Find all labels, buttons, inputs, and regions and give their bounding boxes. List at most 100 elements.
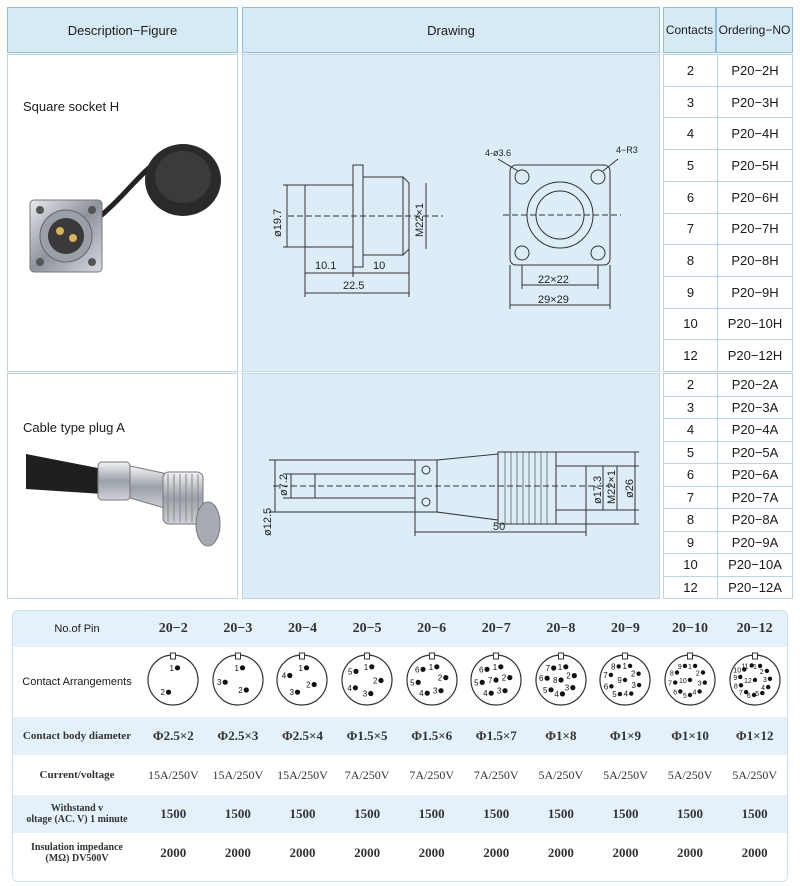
contact-pin-label: 2 — [502, 673, 507, 682]
contacts-value: 7 — [664, 213, 718, 245]
ordering-number: P20−10A — [728, 557, 782, 573]
contact-pin-label: 6 — [673, 689, 677, 696]
contacts-value: 10 — [664, 554, 718, 576]
pin-count: 20−8 — [546, 621, 576, 636]
dim-hole: 4-ø3.6 — [485, 148, 511, 158]
header-drawing-text: Drawing — [427, 22, 475, 38]
contact-pin — [764, 668, 769, 673]
contacts-value: 9 — [664, 531, 718, 553]
withstand-value: 1500 — [547, 806, 574, 821]
ordering-number: P20−7A — [731, 489, 779, 505]
socket-key — [622, 652, 629, 659]
contact-pin — [702, 679, 708, 685]
insulation-value: 2000 — [160, 845, 187, 860]
withstand-value: 1500 — [612, 806, 639, 821]
dim-m22-plug: M22×1 — [606, 470, 618, 504]
contact-pin — [558, 676, 564, 683]
contact-pin-label: 1 — [299, 663, 304, 672]
ordering-number: P20−4A — [731, 422, 779, 438]
contact-pin — [479, 679, 486, 685]
dim-10: 10 — [373, 260, 385, 272]
contact-pin-label: 7 — [546, 664, 551, 673]
socket-key — [170, 652, 177, 659]
contact-pin-label: 1 — [428, 662, 433, 671]
contact-pin-label: 9 — [733, 674, 737, 681]
withstand-value: 1500 — [354, 806, 381, 821]
diameter-value: Φ1.5×5 — [346, 728, 388, 743]
dim-29x29: 29×29 — [538, 294, 569, 306]
insulation-line-1: Insulation impedance — [31, 842, 123, 853]
contact-pin — [767, 676, 772, 681]
contact-pin — [243, 686, 249, 693]
contact-pin-label: 4 — [761, 685, 765, 692]
contact-pin — [678, 688, 683, 694]
withstand-value: 1500 — [677, 806, 704, 821]
contact-pin — [493, 676, 499, 683]
contact-pin — [502, 687, 508, 693]
contact-pin-label: 2 — [437, 673, 442, 682]
contact-pin-label: 5 — [613, 690, 618, 699]
contact-pin-label: 3 — [763, 676, 767, 683]
contact-pin-label: 4 — [483, 689, 488, 698]
withstand-value: 1500 — [483, 806, 510, 821]
current-value: 5A/250V — [603, 767, 648, 782]
contact-pin — [563, 663, 569, 669]
contacts-value: 5 — [664, 150, 718, 181]
contact-pin-label: 4 — [693, 689, 697, 696]
contact-pin-label: 8 — [612, 662, 617, 671]
contact-pin — [752, 677, 757, 682]
diameter-value: Φ2.5×3 — [217, 728, 259, 743]
contact-pin-label: 8 — [734, 683, 738, 690]
insulation-value: 2000 — [612, 845, 639, 860]
contact-pin-label: 7 — [668, 680, 672, 687]
contact-pin — [759, 690, 765, 695]
contact-pin — [570, 684, 576, 690]
contacts-value: 9 — [664, 276, 718, 308]
contact-pin — [304, 664, 310, 670]
contact-pin — [618, 691, 623, 696]
dim-m22: M22×1 — [414, 203, 426, 237]
current-value: 15A/250V — [147, 767, 199, 782]
contact-pin-label: 6 — [604, 682, 609, 691]
contact-pin-label: 4 — [624, 689, 629, 698]
ordering-number: P20−10H — [727, 316, 783, 332]
diameter-value: Φ2.5×4 — [282, 728, 323, 743]
insulation-value: 2000 — [354, 845, 381, 860]
contact-pin — [369, 663, 375, 669]
ordering-number: P20−7H — [731, 221, 779, 237]
contact-pin-label: 1 — [623, 661, 628, 670]
contact-pin — [544, 675, 550, 681]
contact-pin-label: 2 — [307, 680, 312, 689]
insulation-value: 2000 — [418, 845, 445, 860]
contacts-value: 6 — [664, 181, 718, 213]
socket-key — [493, 652, 500, 659]
contact-pin-label: 6 — [415, 665, 420, 674]
contact-pin — [636, 671, 642, 676]
contact-pin — [682, 663, 688, 668]
contact-pin — [741, 666, 747, 672]
diameter-value: Φ1.5×7 — [475, 728, 517, 743]
dim-50: 50 — [493, 521, 505, 533]
contact-pin — [687, 692, 693, 697]
product-label: Square socket H — [23, 99, 120, 114]
socket-key — [751, 652, 758, 659]
contact-pin — [415, 679, 421, 685]
contacts-value: 5 — [664, 441, 718, 463]
insulation-value: 2000 — [224, 845, 251, 860]
dim-radius: 4−R3 — [616, 145, 638, 155]
contact-pin-label: 1 — [688, 663, 692, 670]
spec-label-insulation: Insulation impedance(MΩ) DV500V — [13, 833, 141, 873]
withstand-value: 1500 — [160, 806, 187, 821]
contact-pin-label: 5 — [474, 678, 479, 687]
ordering-number: P20−9H — [731, 284, 779, 300]
contact-pin-label: 1 — [493, 662, 498, 671]
contact-pin — [674, 669, 680, 675]
spec-row-pin: No.of Pin 20−2 20−3 20−4 20−5 20−6 20−7 … — [13, 611, 787, 647]
